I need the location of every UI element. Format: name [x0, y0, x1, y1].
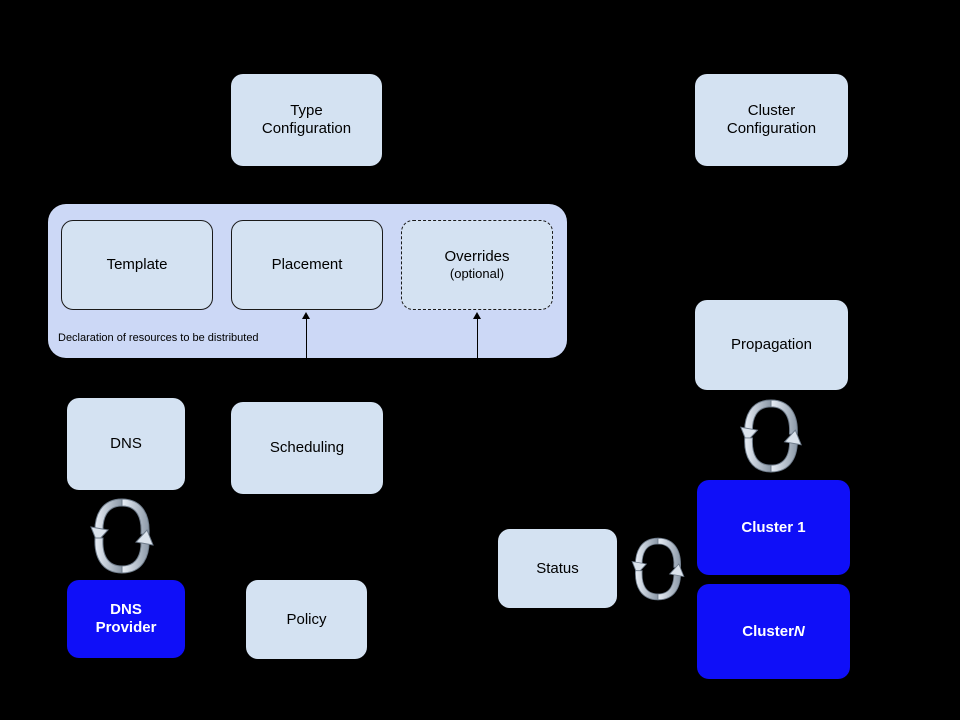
node-dns[interactable]: DNS	[67, 398, 185, 490]
arrowhead-placement-up	[302, 312, 310, 319]
connector-typeconfig-to-template	[137, 180, 138, 206]
node-dns-provider[interactable]: DNS Provider	[67, 580, 185, 658]
connector-typeconfig-to-overrides	[477, 180, 478, 206]
node-cluster-n-suffix: N	[793, 622, 805, 640]
connector-policy-to-overrides	[477, 318, 478, 358]
group-caption: Declaration of resources to be distribut…	[58, 332, 259, 344]
arrowhead-overrides-up	[473, 312, 481, 319]
node-cluster-configuration[interactable]: Cluster Configuration	[695, 74, 848, 166]
node-cluster-1[interactable]: Cluster 1	[697, 480, 850, 575]
connector-typeconfig-to-placement	[306, 180, 307, 206]
node-placement[interactable]: Placement	[231, 220, 383, 310]
node-propagation[interactable]: Propagation	[695, 300, 848, 390]
node-cluster-n[interactable]: Cluster N	[697, 584, 850, 679]
node-overrides[interactable]: Overrides (optional)	[401, 220, 553, 310]
node-scheduling[interactable]: Scheduling	[231, 402, 383, 494]
connector-scheduling-to-placement	[306, 318, 307, 358]
sync-arrows-icon	[90, 498, 154, 574]
node-overrides-label: Overrides	[444, 248, 510, 266]
node-status[interactable]: Status	[498, 529, 617, 608]
sync-arrows-icon	[740, 399, 802, 473]
node-cluster-n-prefix: Cluster	[742, 622, 794, 640]
node-template[interactable]: Template	[61, 220, 213, 310]
node-type-configuration[interactable]: Type Configuration	[231, 74, 382, 166]
node-policy[interactable]: Policy	[246, 580, 367, 659]
sync-arrows-icon	[631, 537, 685, 601]
node-overrides-sublabel: (optional)	[449, 266, 505, 282]
